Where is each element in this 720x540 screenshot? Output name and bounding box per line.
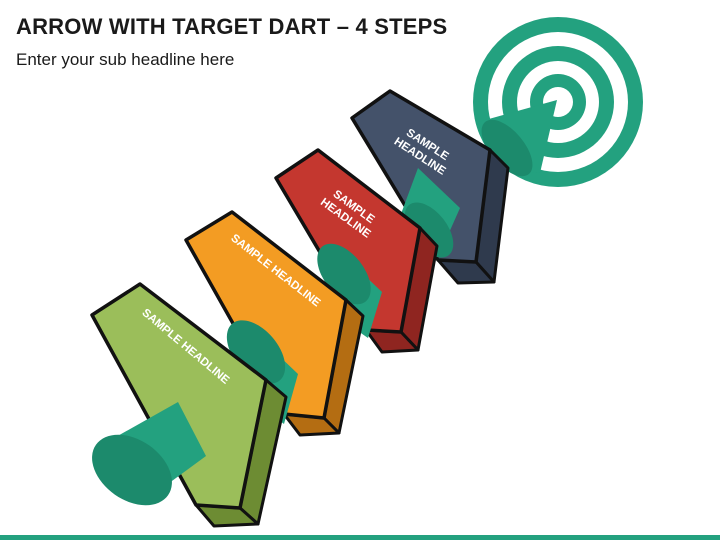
page-title: ARROW WITH TARGET DART – 4 STEPS [16, 14, 448, 39]
dart-head [478, 100, 557, 177]
dart-head-base [481, 119, 533, 177]
arrow-tail-end [92, 434, 172, 506]
page-subtitle: Enter your sub headline here [16, 50, 235, 69]
footer-bar [0, 535, 720, 540]
connector-3-4-end [404, 202, 454, 258]
arrow-tail [92, 402, 206, 506]
step-1-block: SAMPLE HEADLINE [90, 282, 288, 528]
